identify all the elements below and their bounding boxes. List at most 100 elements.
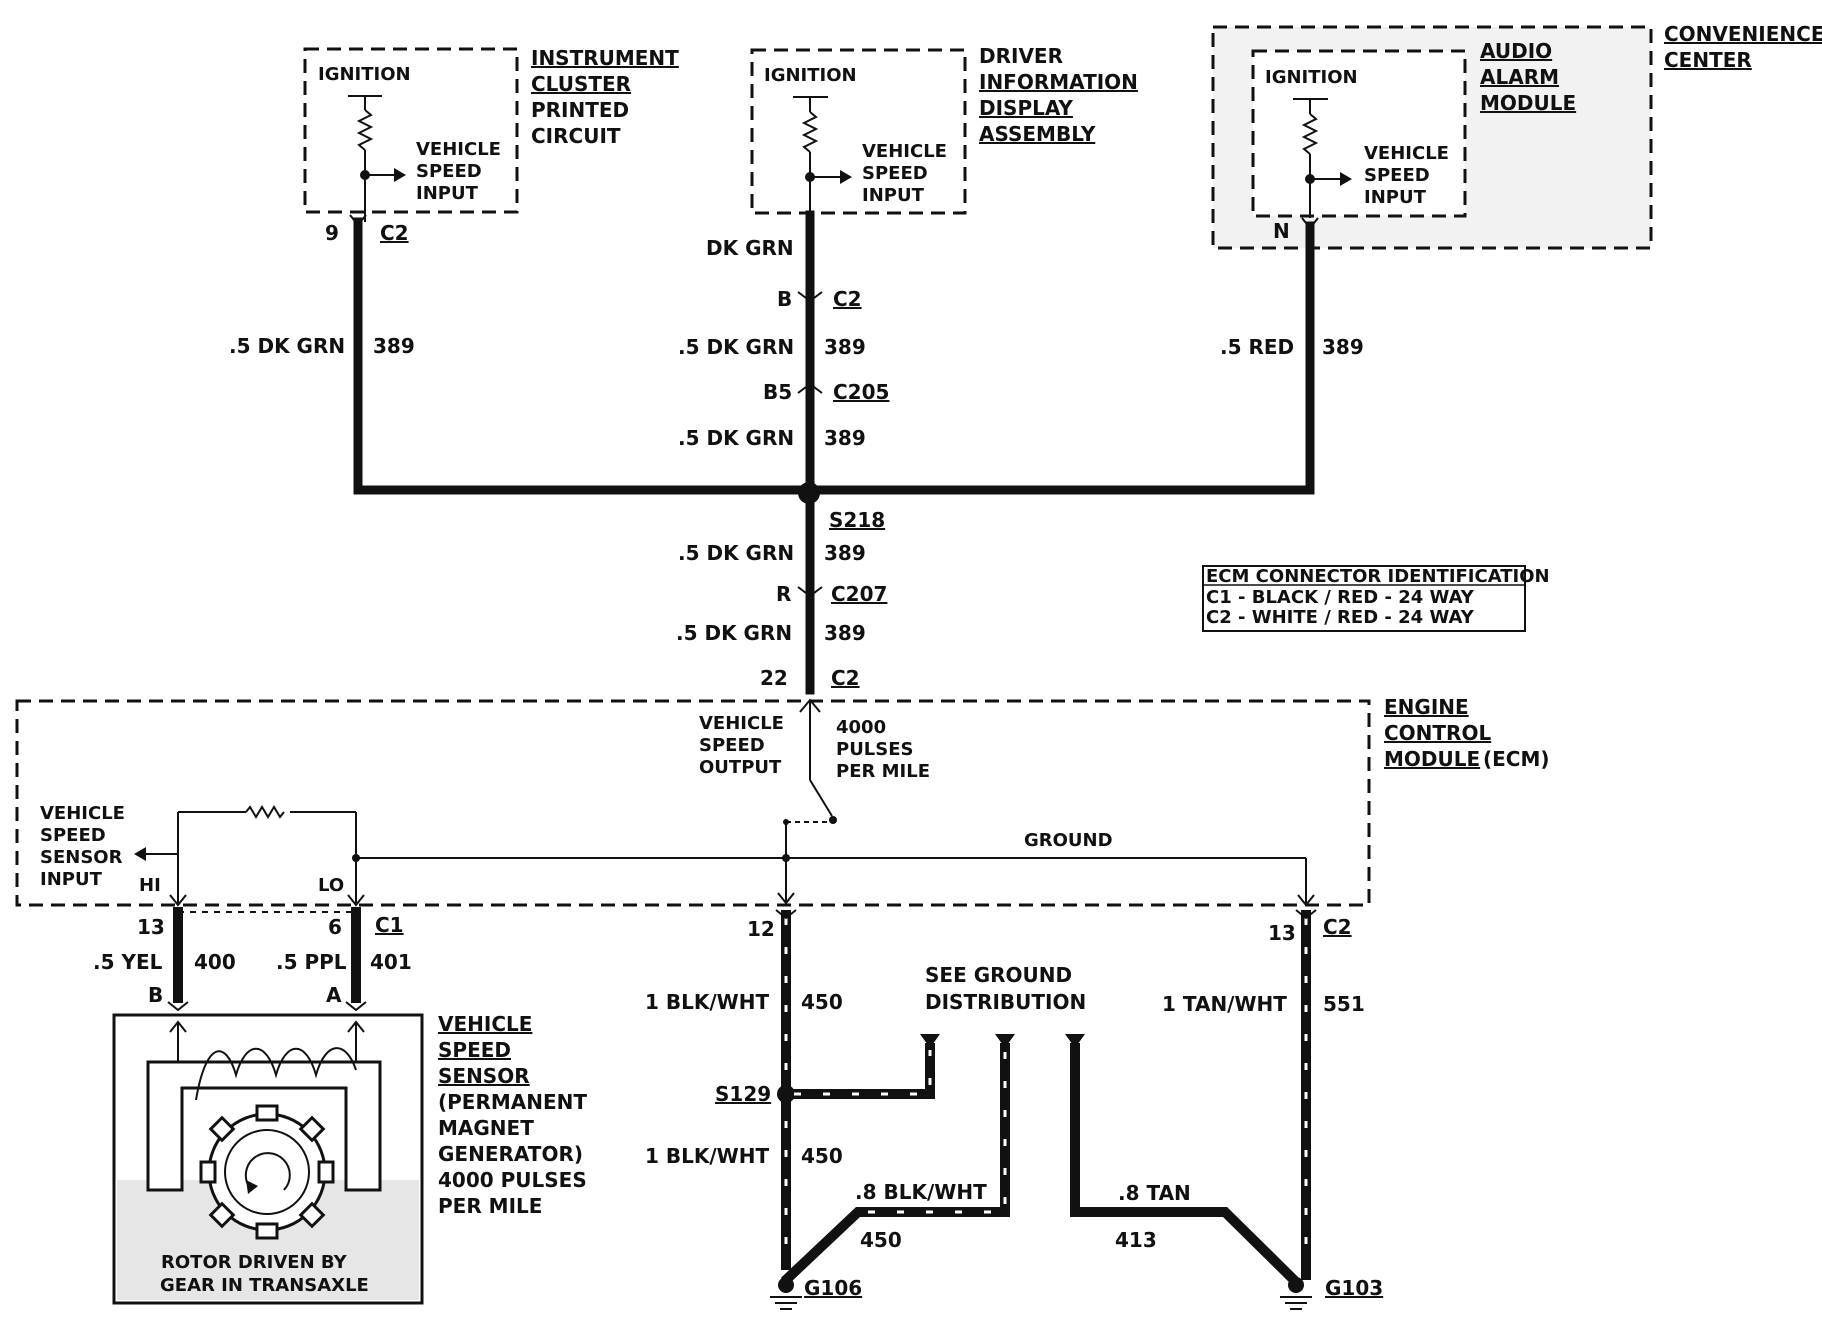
svg-text:450: 450 [860,1228,902,1252]
svg-text:SENSOR: SENSOR [438,1064,530,1088]
svg-text:VEHICLE: VEHICLE [862,141,947,162]
svg-text:401: 401 [370,950,412,974]
svg-text:DISPLAY: DISPLAY [979,96,1073,120]
svg-text:HI: HI [139,875,161,896]
svg-text:C2: C2 [380,221,409,245]
coil-icon [195,1047,357,1101]
rotor-icon [199,1104,335,1240]
wire-413-tan [1070,1043,1300,1286]
svg-text:DK GRN: DK GRN [706,236,794,260]
vehicle-speed-bus-wiring: 9 C2 .5 DK GRN 389 N .5 RED 389 DK GRN B… [229,210,1364,695]
svg-text:.5 DK GRN: .5 DK GRN [229,334,345,358]
instrument-cluster-module: IGNITION VEHICLE SPEED INPUT INSTRUMENT … [303,46,679,222]
svg-text:CENTER: CENTER [1664,48,1752,72]
svg-text:(ECM): (ECM) [1483,747,1550,771]
ic-arrow-icon [394,168,406,182]
svg-text:ASSEMBLY: ASSEMBLY [979,122,1096,146]
svg-text:VEHICLE: VEHICLE [699,713,784,734]
svg-text:.5 DK GRN: .5 DK GRN [676,621,792,645]
ground-g103-icon [1280,1277,1312,1310]
svg-text:1 BLK/WHT: 1 BLK/WHT [645,990,769,1014]
output-arrow-icon [799,698,821,713]
magnet-icon [146,1060,382,1192]
svg-text:389: 389 [824,335,866,359]
svg-text:GROUND: GROUND [1024,830,1113,851]
svg-text:400: 400 [194,950,236,974]
svg-text:MODULE: MODULE [1384,747,1480,771]
svg-text:.5 DK GRN: .5 DK GRN [678,426,794,450]
svg-text:ROTOR DRIVEN BY: ROTOR DRIVEN BY [161,1252,348,1273]
ground-wiring: 12 1 BLK/WHT 450 S129 1 BLK/WHT 450 .8 B… [645,909,1383,1310]
svg-text:INPUT: INPUT [862,185,925,206]
ecm-connector-identification: ECM CONNECTOR IDENTIFICATION C1 - BLACK … [1202,565,1550,632]
svg-text:INSTRUMENT: INSTRUMENT [531,46,679,70]
svg-text:S129: S129 [715,1082,771,1106]
svg-text:C2: C2 [833,287,862,311]
svg-text:VEHICLE: VEHICLE [438,1012,532,1036]
driver-info-box [750,48,967,215]
di-resistor-icon [801,111,819,153]
svg-text:N: N [1273,219,1290,243]
svg-text:4000: 4000 [836,717,886,738]
svg-text:.5 DK GRN: .5 DK GRN [678,541,794,565]
svg-text:CONTROL: CONTROL [1384,721,1491,745]
svg-text:C205: C205 [833,380,889,404]
svg-text:ECM CONNECTOR IDENTIFICATION: ECM CONNECTOR IDENTIFICATION [1206,566,1550,587]
svg-text:CONVENIENCE: CONVENIENCE [1664,22,1822,46]
svg-text:389: 389 [824,426,866,450]
svg-text:.5 PPL: .5 PPL [276,950,347,974]
svg-text:C2: C2 [1323,915,1352,939]
svg-text:VEHICLE: VEHICLE [416,139,501,160]
svg-text:13: 13 [137,915,165,939]
svg-text:C2: C2 [831,666,860,690]
svg-text:PULSES: PULSES [836,739,914,760]
convenience-center-module: IGNITION VEHICLE SPEED INPUT AUDIO ALARM… [1211,22,1822,250]
wire-389-left [353,217,813,495]
svg-text:S218: S218 [829,508,885,532]
svg-text:C207: C207 [831,582,887,606]
svg-text:LO: LO [318,875,344,896]
svg-text:C1 - BLACK / RED - 24 WAY: C1 - BLACK / RED - 24 WAY [1206,587,1475,608]
svg-text:GEAR IN TRANSAXLE: GEAR IN TRANSAXLE [160,1275,369,1296]
svg-text:(PERMANENT: (PERMANENT [438,1090,587,1114]
svg-text:9: 9 [325,221,339,245]
svg-text:PER MILE: PER MILE [836,761,930,782]
svg-text:.8 TAN: .8 TAN [1118,1181,1191,1205]
ecm-box [15,699,1371,907]
svg-text:1 BLK/WHT: 1 BLK/WHT [645,1144,769,1168]
svg-text:INPUT: INPUT [40,869,103,890]
di-arrow-icon [840,170,852,184]
svg-text:450: 450 [801,990,843,1014]
ic-resistor-icon [356,109,374,151]
svg-text:SPEED: SPEED [1364,165,1430,186]
instrument-cluster-box [303,47,519,214]
svg-text:13: 13 [1268,921,1296,945]
svg-text:389: 389 [1322,335,1364,359]
svg-text:IGNITION: IGNITION [1265,67,1358,88]
svg-text:SPEED: SPEED [862,163,928,184]
svg-text:PRINTED: PRINTED [531,98,629,122]
svg-text:B5: B5 [763,380,792,404]
svg-text:INPUT: INPUT [1364,187,1427,208]
svg-text:B: B [148,983,163,1007]
svg-text:G103: G103 [1325,1276,1383,1300]
svg-text:AUDIO: AUDIO [1480,39,1552,63]
svg-text:22: 22 [760,666,788,690]
svg-text:.5 YEL: .5 YEL [93,950,163,974]
splice-s218 [798,482,820,504]
svg-text:.5 DK GRN: .5 DK GRN [678,335,794,359]
svg-text:GENERATOR): GENERATOR) [438,1142,583,1166]
ground-g106-icon [770,1277,802,1310]
svg-text:SPEED: SPEED [438,1038,511,1062]
vehicle-speed-sensor: ROTOR DRIVEN BY GEAR IN TRANSAXLE VEHICL… [112,1012,587,1305]
svg-text:ENGINE: ENGINE [1384,695,1469,719]
svg-text:R: R [776,582,791,606]
svg-text:551: 551 [1323,992,1365,1016]
vss-wiring: 13 6 C1 .5 YEL 400 .5 PPL 401 B A [93,907,412,1012]
sensor-input-arrow-icon [134,847,146,861]
svg-text:VEHICLE: VEHICLE [1364,143,1449,164]
svg-text:DISTRIBUTION: DISTRIBUTION [925,990,1086,1014]
connector-c2-icon [797,291,823,303]
svg-text:DRIVER: DRIVER [979,44,1063,68]
